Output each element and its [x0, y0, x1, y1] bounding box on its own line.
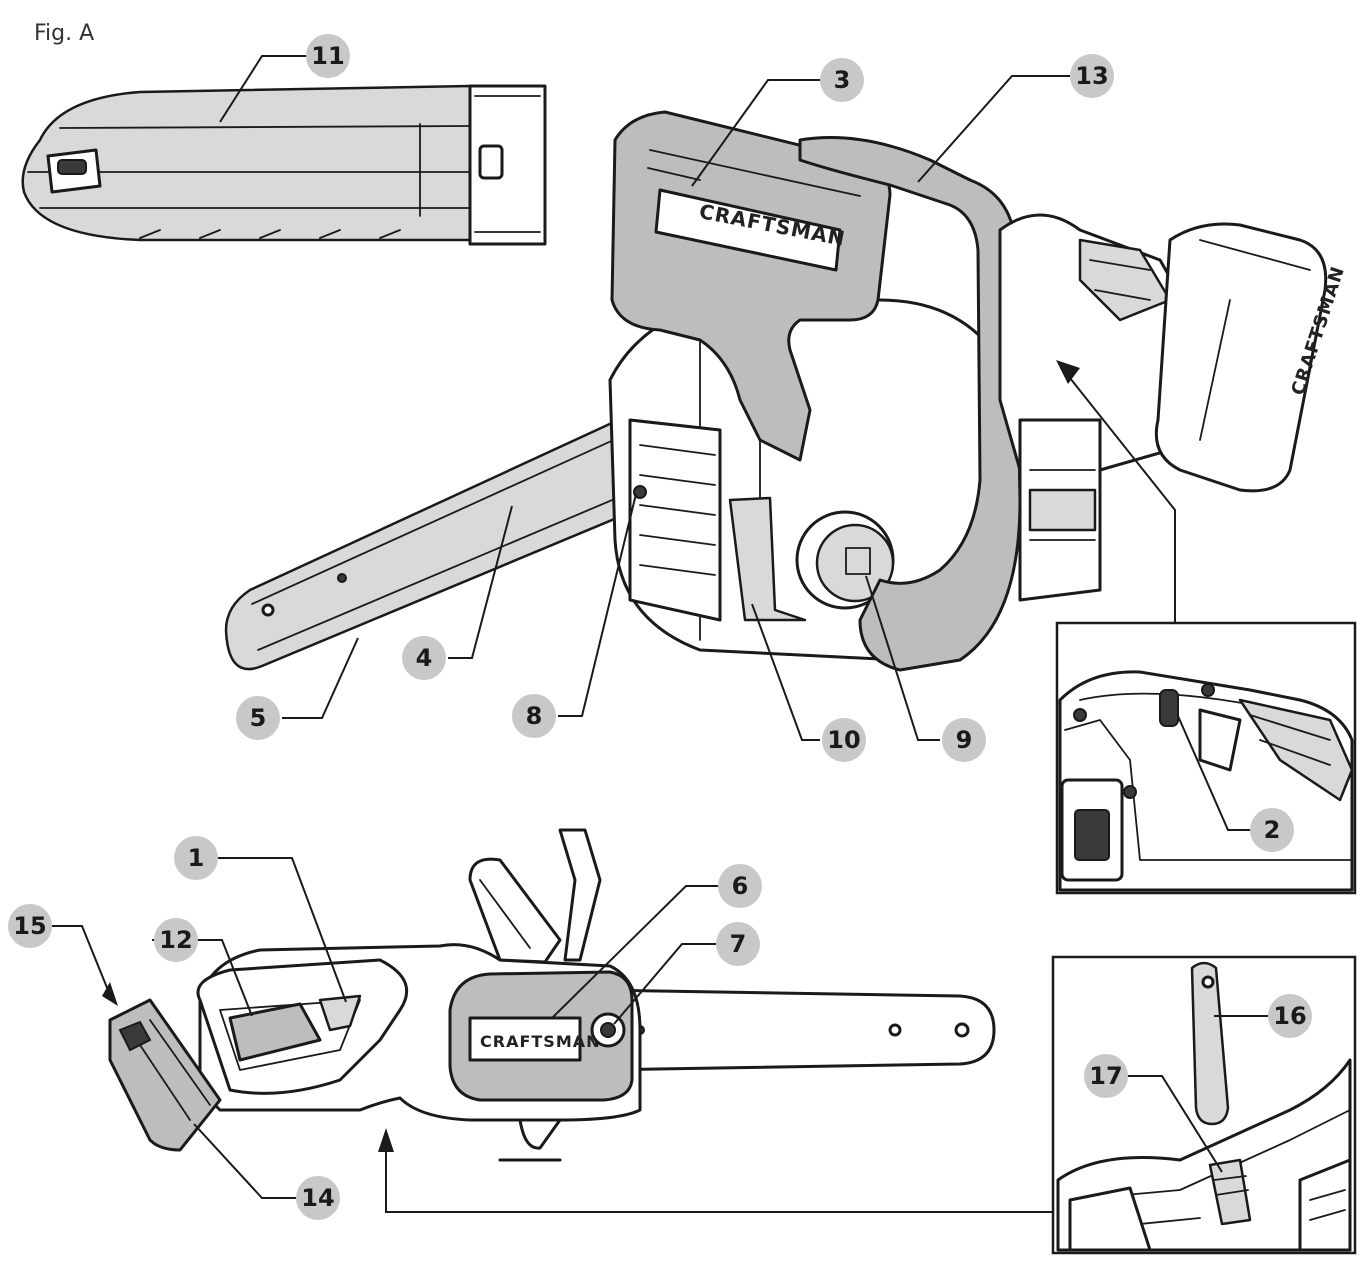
- inset-trigger-lockout: [1055, 621, 1357, 895]
- callout-label: 15: [13, 912, 46, 940]
- callout-label: 11: [311, 42, 344, 70]
- callout-label: 3: [834, 66, 851, 94]
- callout-label: 16: [1273, 1002, 1306, 1030]
- chain-tension-screw: [633, 485, 647, 499]
- callout-12: 12: [154, 918, 198, 962]
- callout-label: 14: [301, 1184, 334, 1212]
- callout-3: 3: [820, 58, 864, 102]
- callout-17: 17: [1084, 1054, 1128, 1098]
- callout-label: 4: [416, 644, 433, 672]
- inset-pointer-arrow-upper: [1056, 360, 1176, 622]
- callout-7: 7: [716, 922, 760, 966]
- callout-label: 6: [732, 872, 749, 900]
- side-cover-brand: CRAFTSMAN: [480, 1032, 601, 1051]
- callout-5: 5: [236, 696, 280, 740]
- callout-label: 17: [1089, 1062, 1122, 1090]
- inset-wrench-storage: [1051, 955, 1357, 1255]
- callout-label: 9: [956, 726, 973, 754]
- callout-label: 13: [1075, 62, 1108, 90]
- callout-15: 15: [8, 904, 52, 948]
- callout-4: 4: [402, 636, 446, 680]
- callout-9: 9: [942, 718, 986, 762]
- bar-scabbard-illustration: [21, 84, 547, 246]
- callout-label: 10: [827, 726, 860, 754]
- callout-label: 1: [188, 844, 205, 872]
- callout-label: 8: [526, 702, 543, 730]
- callout-label: 5: [250, 704, 267, 732]
- inset-pointer-arrow-lower: [378, 1128, 1055, 1213]
- battery-pack: CRAFTSMAN: [1154, 222, 1349, 493]
- chainsaw-side-view-illustration: CRAFTSMAN: [108, 828, 996, 1162]
- callout-11: 11: [306, 34, 350, 78]
- callout-6: 6: [718, 864, 762, 908]
- callout-label: 12: [159, 926, 192, 954]
- callout-label: 2: [1264, 816, 1281, 844]
- lockout-button: [1159, 689, 1179, 727]
- callout-14: 14: [296, 1176, 340, 1220]
- callout-label: 7: [730, 930, 747, 958]
- figure-title: Fig. A: [34, 21, 94, 46]
- callout-8: 8: [512, 694, 556, 738]
- callout-1: 1: [174, 836, 218, 880]
- callout-16: 16: [1268, 994, 1312, 1038]
- callout-10: 10: [822, 718, 866, 762]
- bar-wrench: [1190, 961, 1230, 1126]
- callout-2: 2: [1250, 808, 1294, 852]
- chainsaw-front-view-illustration: CRAFTSMAN CRAFTSMAN: [224, 110, 1349, 672]
- callout-13: 13: [1070, 54, 1114, 98]
